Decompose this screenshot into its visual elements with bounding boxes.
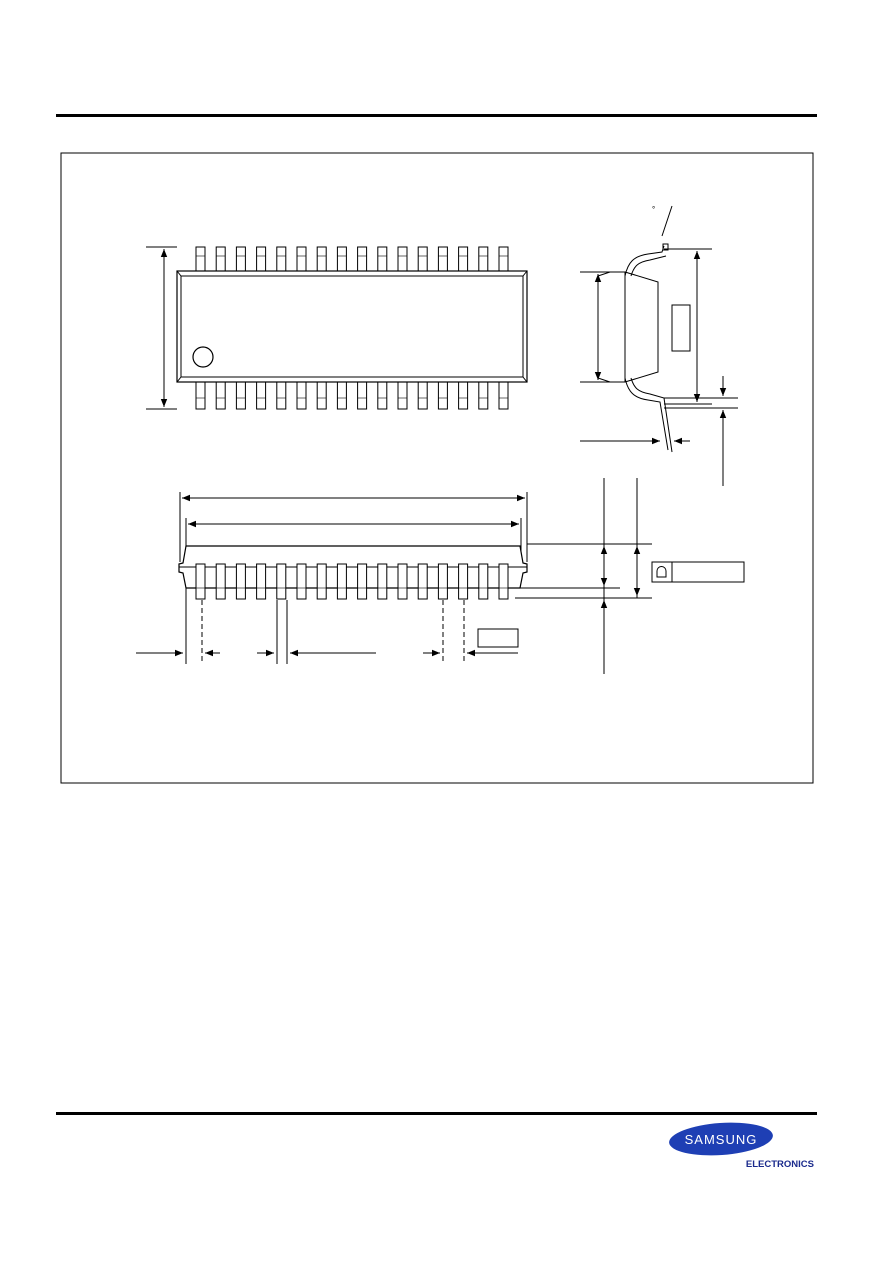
pin-bottom-6 bbox=[296, 381, 307, 410]
pin-bottom-12 bbox=[417, 381, 428, 410]
pin-top-16 bbox=[498, 246, 509, 272]
pitch-tolerance-box bbox=[477, 628, 519, 648]
pin-bottom-9 bbox=[357, 381, 368, 410]
pin-front-1 bbox=[195, 563, 206, 600]
pin-front-15 bbox=[478, 563, 489, 600]
pin-bottom-7 bbox=[316, 381, 327, 410]
top-pins-upper bbox=[195, 246, 509, 272]
front-view bbox=[136, 478, 745, 674]
pin-bottom-10 bbox=[377, 381, 388, 410]
pin-front-4 bbox=[256, 563, 267, 600]
pin-bottom-16 bbox=[498, 381, 509, 410]
pin-top-2 bbox=[215, 246, 226, 272]
pin-top-14 bbox=[458, 246, 469, 272]
pin-top-4 bbox=[256, 246, 267, 272]
pin-top-5 bbox=[276, 246, 287, 272]
pin-top-3 bbox=[235, 246, 246, 272]
pin-top-1 bbox=[195, 246, 206, 272]
pin-bottom-1 bbox=[195, 381, 206, 410]
pin-top-9 bbox=[357, 246, 368, 272]
end-dim-box bbox=[671, 304, 691, 352]
pin-bottom-13 bbox=[437, 381, 448, 410]
pin1-index-mark bbox=[192, 346, 214, 368]
pin-bottom-11 bbox=[397, 381, 408, 410]
pin-front-12 bbox=[417, 563, 428, 600]
header-rule bbox=[56, 114, 817, 117]
pin-front-2 bbox=[215, 563, 226, 600]
pin-top-8 bbox=[336, 246, 347, 272]
pin-bottom-4 bbox=[256, 381, 267, 410]
pin-front-14 bbox=[458, 563, 469, 600]
pin-top-7 bbox=[316, 246, 327, 272]
brand-logo-text: SAMSUNG bbox=[685, 1132, 758, 1147]
pin-front-5 bbox=[276, 563, 287, 600]
division-text: ELECTRONICS bbox=[746, 1159, 814, 1170]
pin-bottom-8 bbox=[336, 381, 347, 410]
pin-top-10 bbox=[377, 246, 388, 272]
pin-top-11 bbox=[397, 246, 408, 272]
top-pins-lower bbox=[195, 381, 509, 410]
pin-front-10 bbox=[377, 563, 388, 600]
pin-front-8 bbox=[336, 563, 347, 600]
pin-bottom-3 bbox=[235, 381, 246, 410]
pin-top-15 bbox=[478, 246, 489, 272]
end-lead bbox=[624, 245, 669, 451]
pin-bottom-15 bbox=[478, 381, 489, 410]
pin-bottom-2 bbox=[215, 381, 226, 410]
pin-front-13 bbox=[437, 563, 448, 600]
end-view: ° bbox=[580, 205, 738, 486]
samsung-logo-oval bbox=[669, 1122, 773, 1156]
pin-bottom-14 bbox=[458, 381, 469, 410]
top-body-inner bbox=[180, 275, 524, 378]
top-body-outer bbox=[176, 270, 528, 383]
pin-front-9 bbox=[357, 563, 368, 600]
pin-front-3 bbox=[235, 563, 246, 600]
flatness-symbol bbox=[656, 566, 667, 578]
samsung-electronics-logo: SAMSUNG ELECTRONICS bbox=[669, 1122, 814, 1170]
top-view bbox=[146, 246, 528, 410]
pin-top-13 bbox=[437, 246, 448, 272]
drawing-frame bbox=[60, 152, 814, 784]
pin-front-6 bbox=[296, 563, 307, 600]
footer-rule bbox=[56, 1112, 817, 1115]
coplanarity-frame bbox=[651, 561, 745, 583]
angle-mark: ° bbox=[652, 205, 655, 214]
pin-top-6 bbox=[296, 246, 307, 272]
pin-front-7 bbox=[316, 563, 327, 600]
pin-front-11 bbox=[397, 563, 408, 600]
end-body bbox=[597, 271, 626, 383]
pin-top-12 bbox=[417, 246, 428, 272]
pin-front-16 bbox=[498, 563, 509, 600]
front-pins bbox=[195, 563, 509, 600]
pin-bottom-5 bbox=[276, 381, 287, 410]
